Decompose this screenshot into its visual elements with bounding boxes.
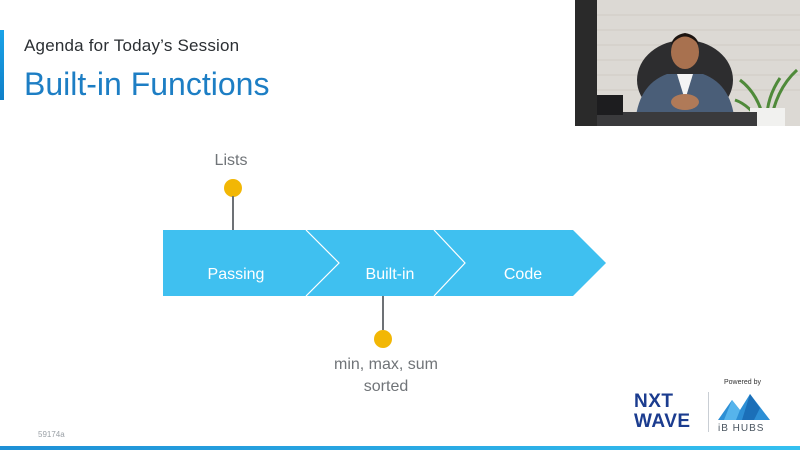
step-2-label: Built-in Functions <box>325 242 455 352</box>
chevron-step-3 <box>434 230 606 296</box>
bottom-annotation-line2: sorted <box>363 378 409 395</box>
top-annotation: Lists <box>214 152 248 169</box>
agenda-label: Agenda for Today’s Session <box>24 36 240 55</box>
step-1-label-line1: Passing <box>207 266 265 283</box>
top-marker-dot <box>224 179 242 197</box>
bottom-annotation: min, max, sum sorted <box>318 354 454 398</box>
bottom-annotation-line1: min, max, sum <box>333 356 438 373</box>
slide-id: 59174a <box>38 430 65 439</box>
step-2-label-line1: Built-in <box>365 266 415 283</box>
step-3-label-line1: Code <box>503 266 543 283</box>
step-3-label-line2: Walkthrough <box>478 310 568 327</box>
nxtwave-logo: NXT WAVE <box>634 392 691 432</box>
step-2-label-line2: Functions <box>355 310 425 327</box>
bottom-marker-stem <box>382 296 384 330</box>
powered-by-label: Powered by <box>724 379 761 386</box>
chevron-step-2 <box>306 230 465 296</box>
process-chevrons <box>163 230 606 296</box>
presenter-video <box>575 0 800 126</box>
nxtwave-logo-line1: NXT <box>634 391 674 412</box>
presenter-video-frame <box>575 0 800 126</box>
step-1-label-line2: Mutable Objects <box>178 310 294 327</box>
ib-hubs-logo-text: iB HUBS <box>718 423 765 434</box>
bottom-marker-dot <box>374 330 392 348</box>
bottom-accent-strip <box>0 446 800 450</box>
nxtwave-logo-line2: WAVE <box>634 411 691 432</box>
logo-divider <box>708 392 709 432</box>
title-accent-bar <box>0 30 4 100</box>
top-marker-stem <box>232 196 234 230</box>
chevron-step-1 <box>163 230 339 296</box>
mountain-logo-icon <box>718 394 770 420</box>
page-title: Built-in Functions <box>24 66 270 102</box>
step-1-label: Passing Mutable Objects <box>163 242 309 352</box>
step-3-label: Code Walkthrough <box>458 242 588 352</box>
